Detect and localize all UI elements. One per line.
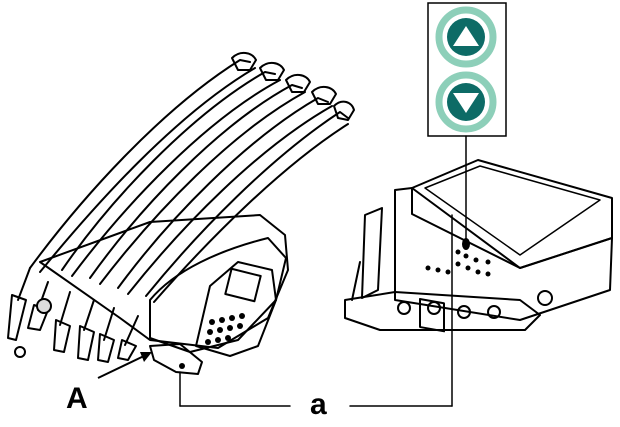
down-triangle-icon: [453, 93, 479, 113]
up-down-inset: [427, 2, 507, 137]
label-A: A: [66, 382, 88, 415]
callout-arrow-A: [97, 352, 152, 379]
down-arrow-button[interactable]: [435, 71, 497, 133]
up-triangle-icon: [453, 26, 479, 46]
callout-lines: [179, 135, 467, 407]
tray-handle: [149, 343, 203, 375]
instrument-holder-assembly: [7, 52, 355, 375]
label-a: a: [310, 388, 327, 421]
control-panel-keys: [205, 313, 245, 345]
up-arrow-button[interactable]: [435, 6, 497, 68]
control-console-assembly: [344, 159, 613, 333]
